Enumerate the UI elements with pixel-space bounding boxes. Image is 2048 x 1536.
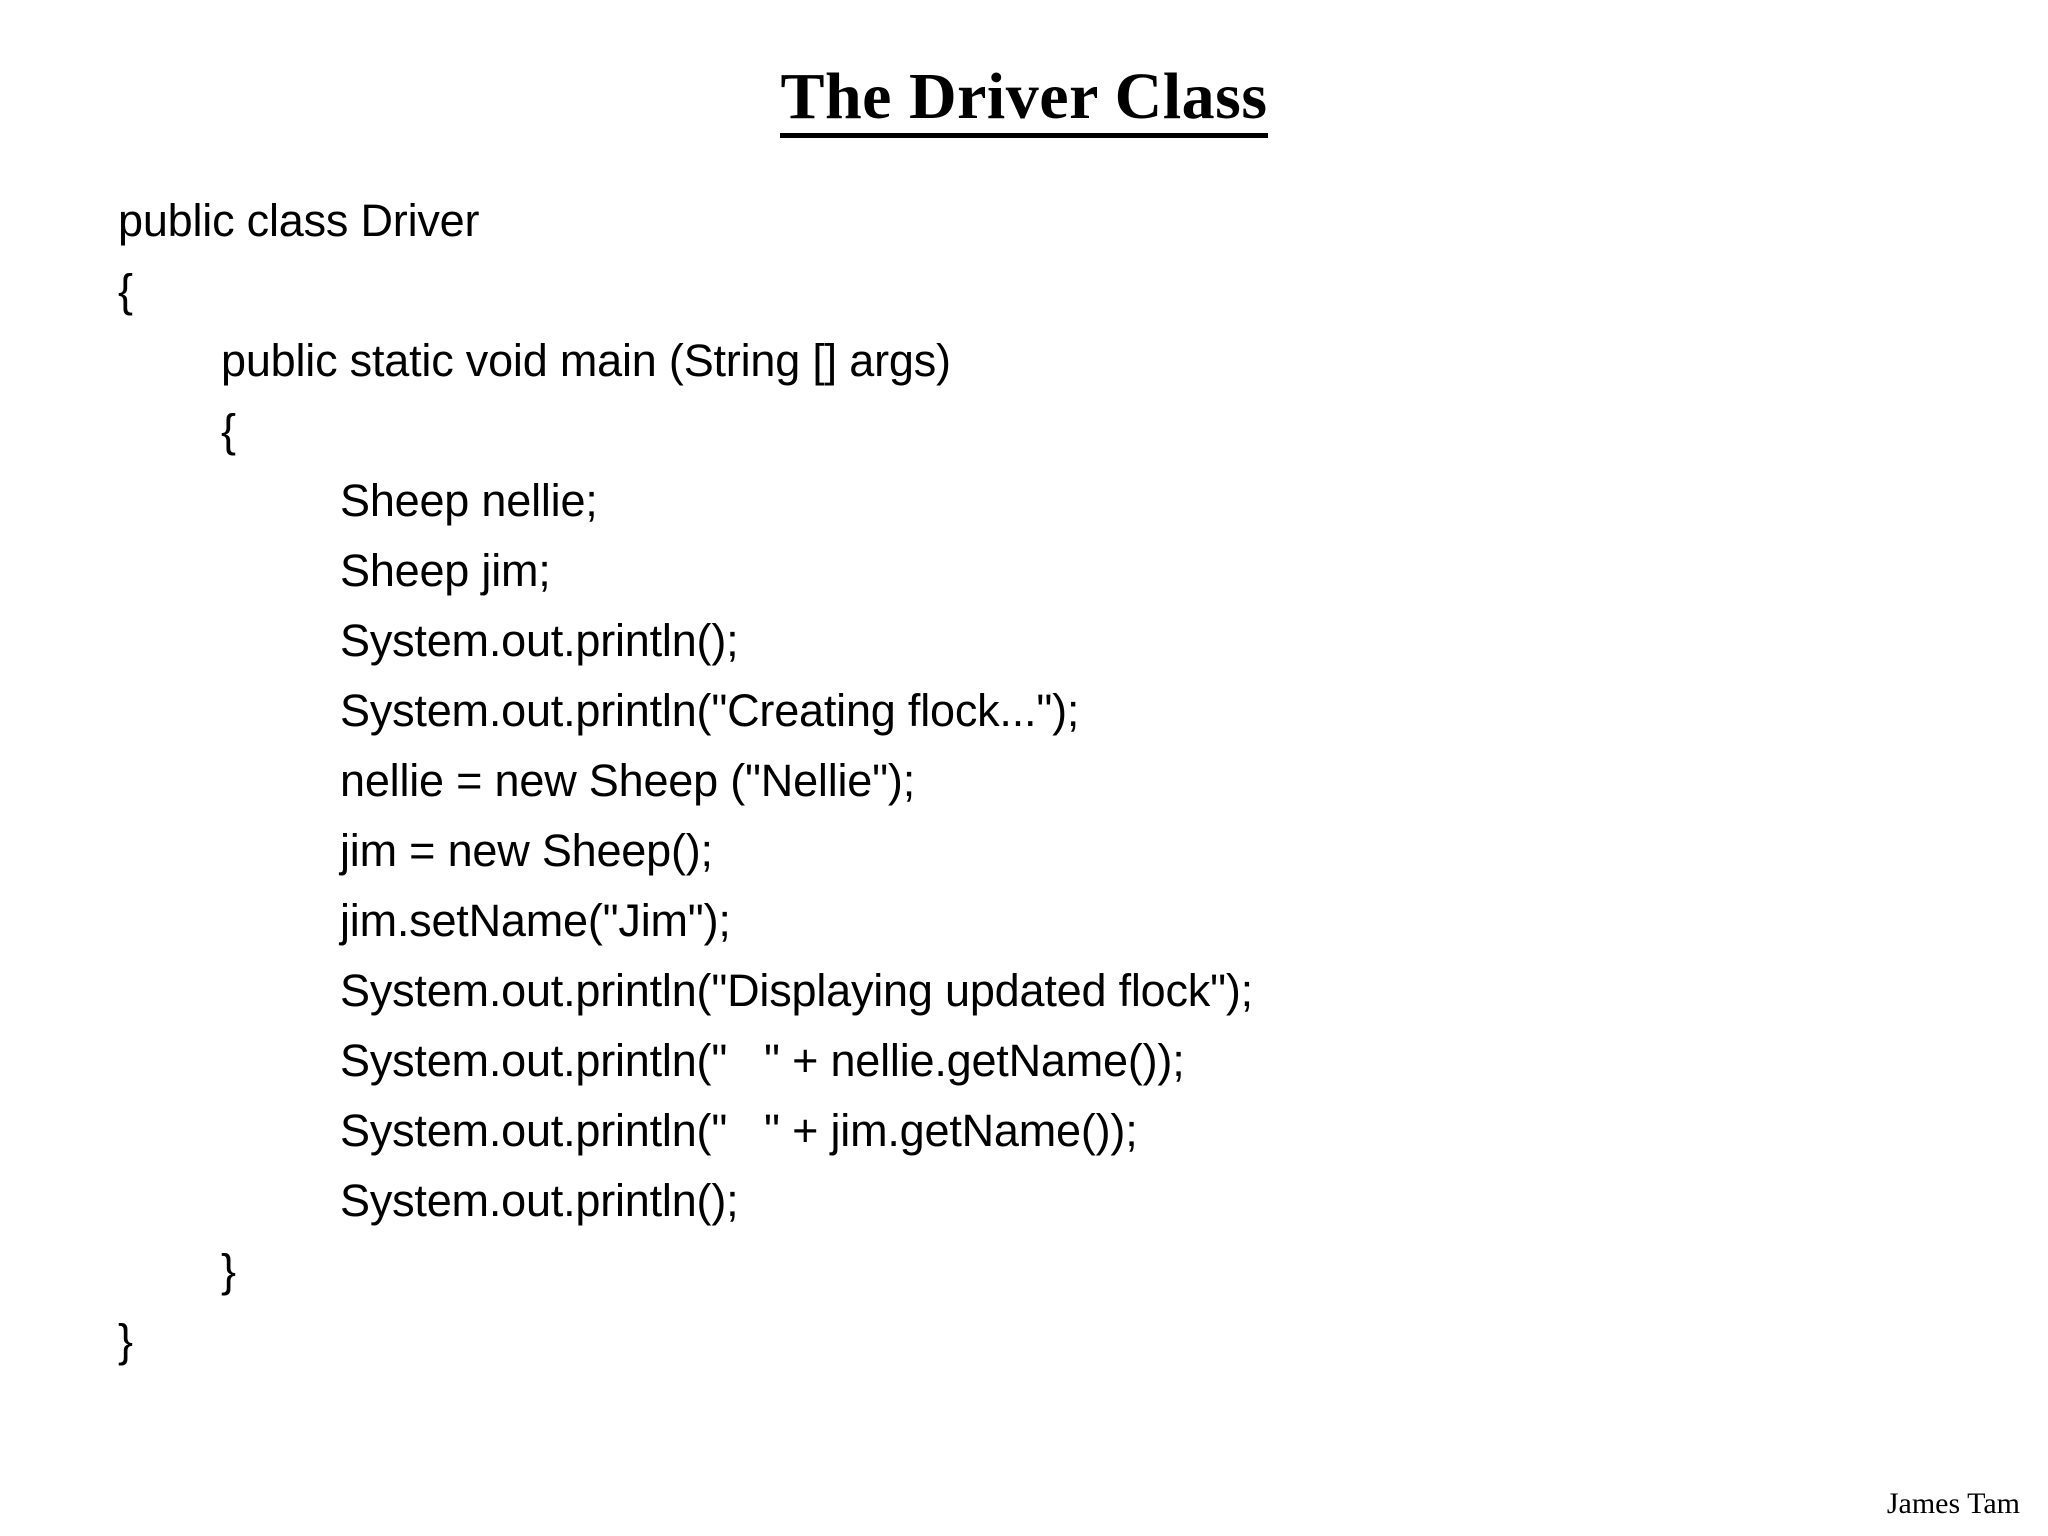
- code-line: System.out.println("Displaying updated f…: [340, 965, 1253, 1016]
- page-title: The Driver Class: [0, 62, 2048, 139]
- code-line: System.out.println(" " + nellie.getName(…: [340, 1035, 1185, 1086]
- code-line: System.out.println(" " + jim.getName());: [340, 1105, 1138, 1156]
- page-title-text: The Driver Class: [780, 62, 1268, 139]
- code-line: public class Driver: [118, 195, 480, 246]
- code-line: public static void main (String [] args): [221, 335, 951, 386]
- code-line: Sheep jim;: [340, 545, 551, 596]
- code-line: System.out.println("Creating flock...");: [340, 685, 1080, 736]
- code-line: }: [118, 1315, 133, 1366]
- code-line: System.out.println();: [340, 615, 739, 666]
- code-line: }: [221, 1245, 236, 1296]
- code-line: jim.setName("Jim");: [340, 895, 731, 946]
- code-line: Sheep nellie;: [340, 475, 598, 526]
- code-line: System.out.println();: [340, 1175, 739, 1226]
- code-listing: public class Driver { public static void m…: [118, 186, 1918, 1376]
- code-line: jim = new Sheep();: [340, 825, 713, 876]
- code-line: nellie = new Sheep ("Nellie");: [340, 755, 916, 806]
- code-line: {: [221, 405, 236, 456]
- footer-author: James Tam: [1886, 1487, 2020, 1520]
- code-line: {: [118, 265, 133, 316]
